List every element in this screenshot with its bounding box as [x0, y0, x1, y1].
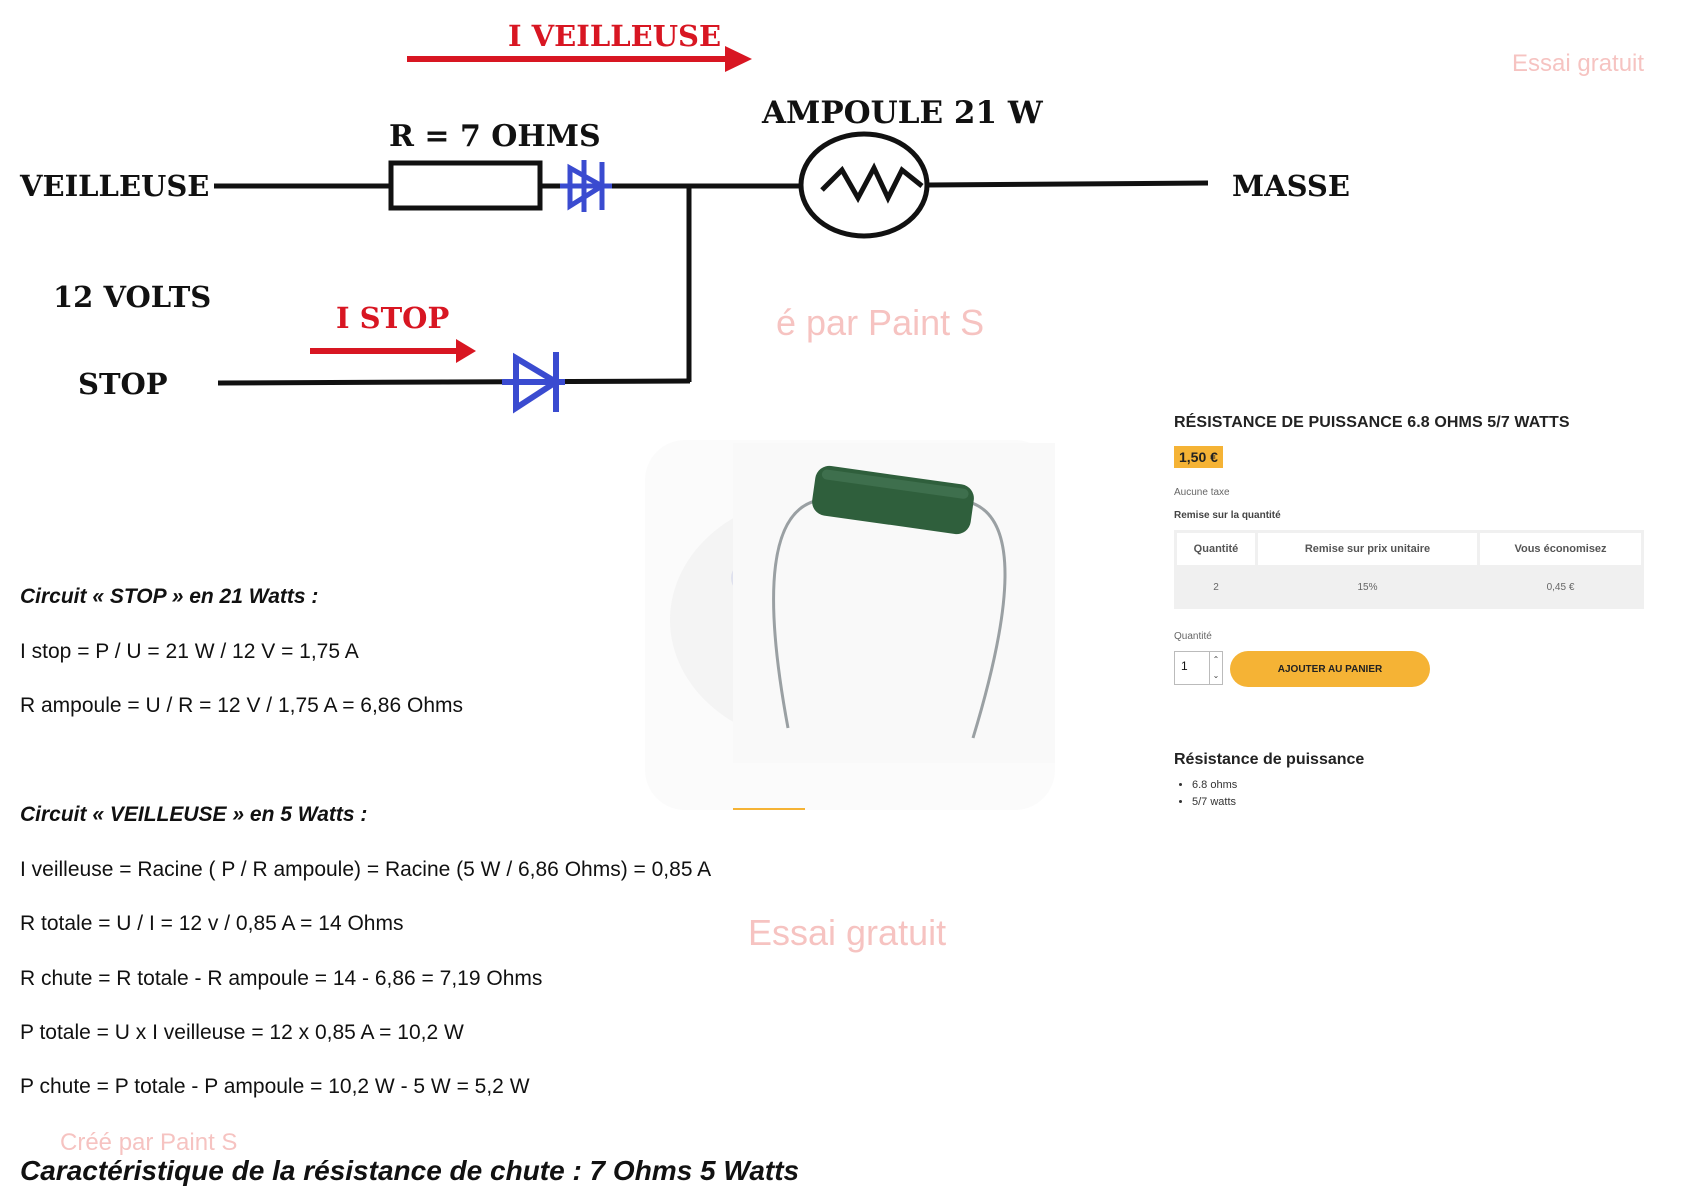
masse-label: MASSE: [1232, 169, 1350, 203]
discount-table: Quantité Remise sur prix unitaire Vous é…: [1174, 530, 1644, 609]
table-cell: 2: [1213, 581, 1219, 593]
watermark-paint-middle: é par Paint S: [776, 302, 985, 343]
tax-note: Aucune taxe: [1174, 487, 1230, 498]
resistor-label: R = 7 OHMS: [389, 119, 601, 154]
list-item: 5/7 watts: [1192, 794, 1237, 811]
veilleuse-label: VEILLEUSE: [19, 169, 209, 203]
current-stop-arrow: [310, 339, 476, 363]
list-item: 6.8 ohms: [1192, 777, 1237, 794]
resistor-symbol: [388, 160, 543, 211]
stop-line-1: I stop = P / U = 21 W / 12 V = 1,75 A: [20, 640, 359, 663]
diode-veilleuse: [560, 160, 612, 212]
table-header: Vous économisez: [1480, 533, 1641, 565]
bulb-symbol: [798, 131, 930, 239]
current-stop-label: I STOP: [336, 301, 449, 335]
add-to-cart-button[interactable]: AJOUTER AU PANIER: [1230, 651, 1430, 687]
product-title: RÉSISTANCE DE PUISSANCE 6.8 OHMS 5/7 WAT…: [1174, 414, 1570, 431]
discount-title: Remise sur la quantité: [1174, 510, 1281, 521]
veilleuse-line-3: R chute = R totale - R ampoule = 14 - 6,…: [20, 967, 543, 990]
veilleuse-line-4: P totale = U x I veilleuse = 12 x 0,85 A…: [20, 1021, 464, 1044]
watermark-paint-bottom: Créé par Paint S: [60, 1129, 238, 1156]
features-list: 6.8 ohms 5/7 watts: [1174, 777, 1237, 811]
features-title: Résistance de puissance: [1174, 751, 1365, 768]
quantity-input[interactable]: 1: [1174, 651, 1210, 685]
watermark-trial-top: Essai gratuit: [1512, 50, 1645, 77]
table-cell: 0,45 €: [1546, 581, 1575, 593]
circuit-diagram: I VEILLEUSE R = 7 OHMS AMPOULE 21 W I ST…: [19, 19, 1350, 414]
stop-label: STOP: [78, 367, 168, 401]
price-badge: 1,50 €: [1174, 446, 1223, 468]
watermark-trial-bottom: Essai gratuit: [748, 912, 947, 953]
bottom-wire: [217, 378, 691, 386]
table-cell: 15%: [1357, 581, 1378, 593]
table-header-row: Quantité Remise sur prix unitaire Vous é…: [1177, 533, 1641, 565]
table-header: Quantité: [1177, 533, 1255, 565]
current-veilleuse-label: I VEILLEUSE: [508, 19, 721, 53]
current-veilleuse-arrow: [407, 46, 752, 72]
diode-stop: [502, 352, 565, 414]
veilleuse-line-1: I veilleuse = Racine ( P / R ampoule) = …: [20, 858, 712, 881]
resistor-photo: [733, 443, 1055, 763]
photo-underline: [733, 808, 805, 810]
top-wire: [214, 180, 1209, 189]
bulb-label: AMPOULE 21 W: [761, 95, 1044, 131]
table-header: Remise sur prix unitaire: [1257, 533, 1478, 565]
stop-circuit-title: Circuit « STOP » en 21 Watts :: [20, 585, 319, 608]
quantity-stepper[interactable]: ⌃ ⌄: [1210, 651, 1223, 685]
veilleuse-line-2: R totale = U / I = 12 v / 0,85 A = 14 Oh…: [20, 912, 404, 935]
quantity-label: Quantité: [1174, 631, 1212, 642]
final-characteristic-title: Caractéristique de la résistance de chut…: [20, 1155, 800, 1186]
stop-line-2: R ampoule = U / R = 12 V / 1,75 A = 6,86…: [20, 694, 463, 717]
chevron-up-icon[interactable]: ⌃: [1212, 655, 1220, 664]
voltage-label: 12 VOLTS: [53, 280, 211, 314]
chevron-down-icon[interactable]: ⌄: [1212, 671, 1220, 680]
veilleuse-circuit-title: Circuit « VEILLEUSE » en 5 Watts :: [20, 803, 368, 826]
table-row: 2 15% 0,45 €: [1177, 568, 1641, 606]
veilleuse-line-5: P chute = P totale - P ampoule = 10,2 W …: [20, 1075, 530, 1098]
